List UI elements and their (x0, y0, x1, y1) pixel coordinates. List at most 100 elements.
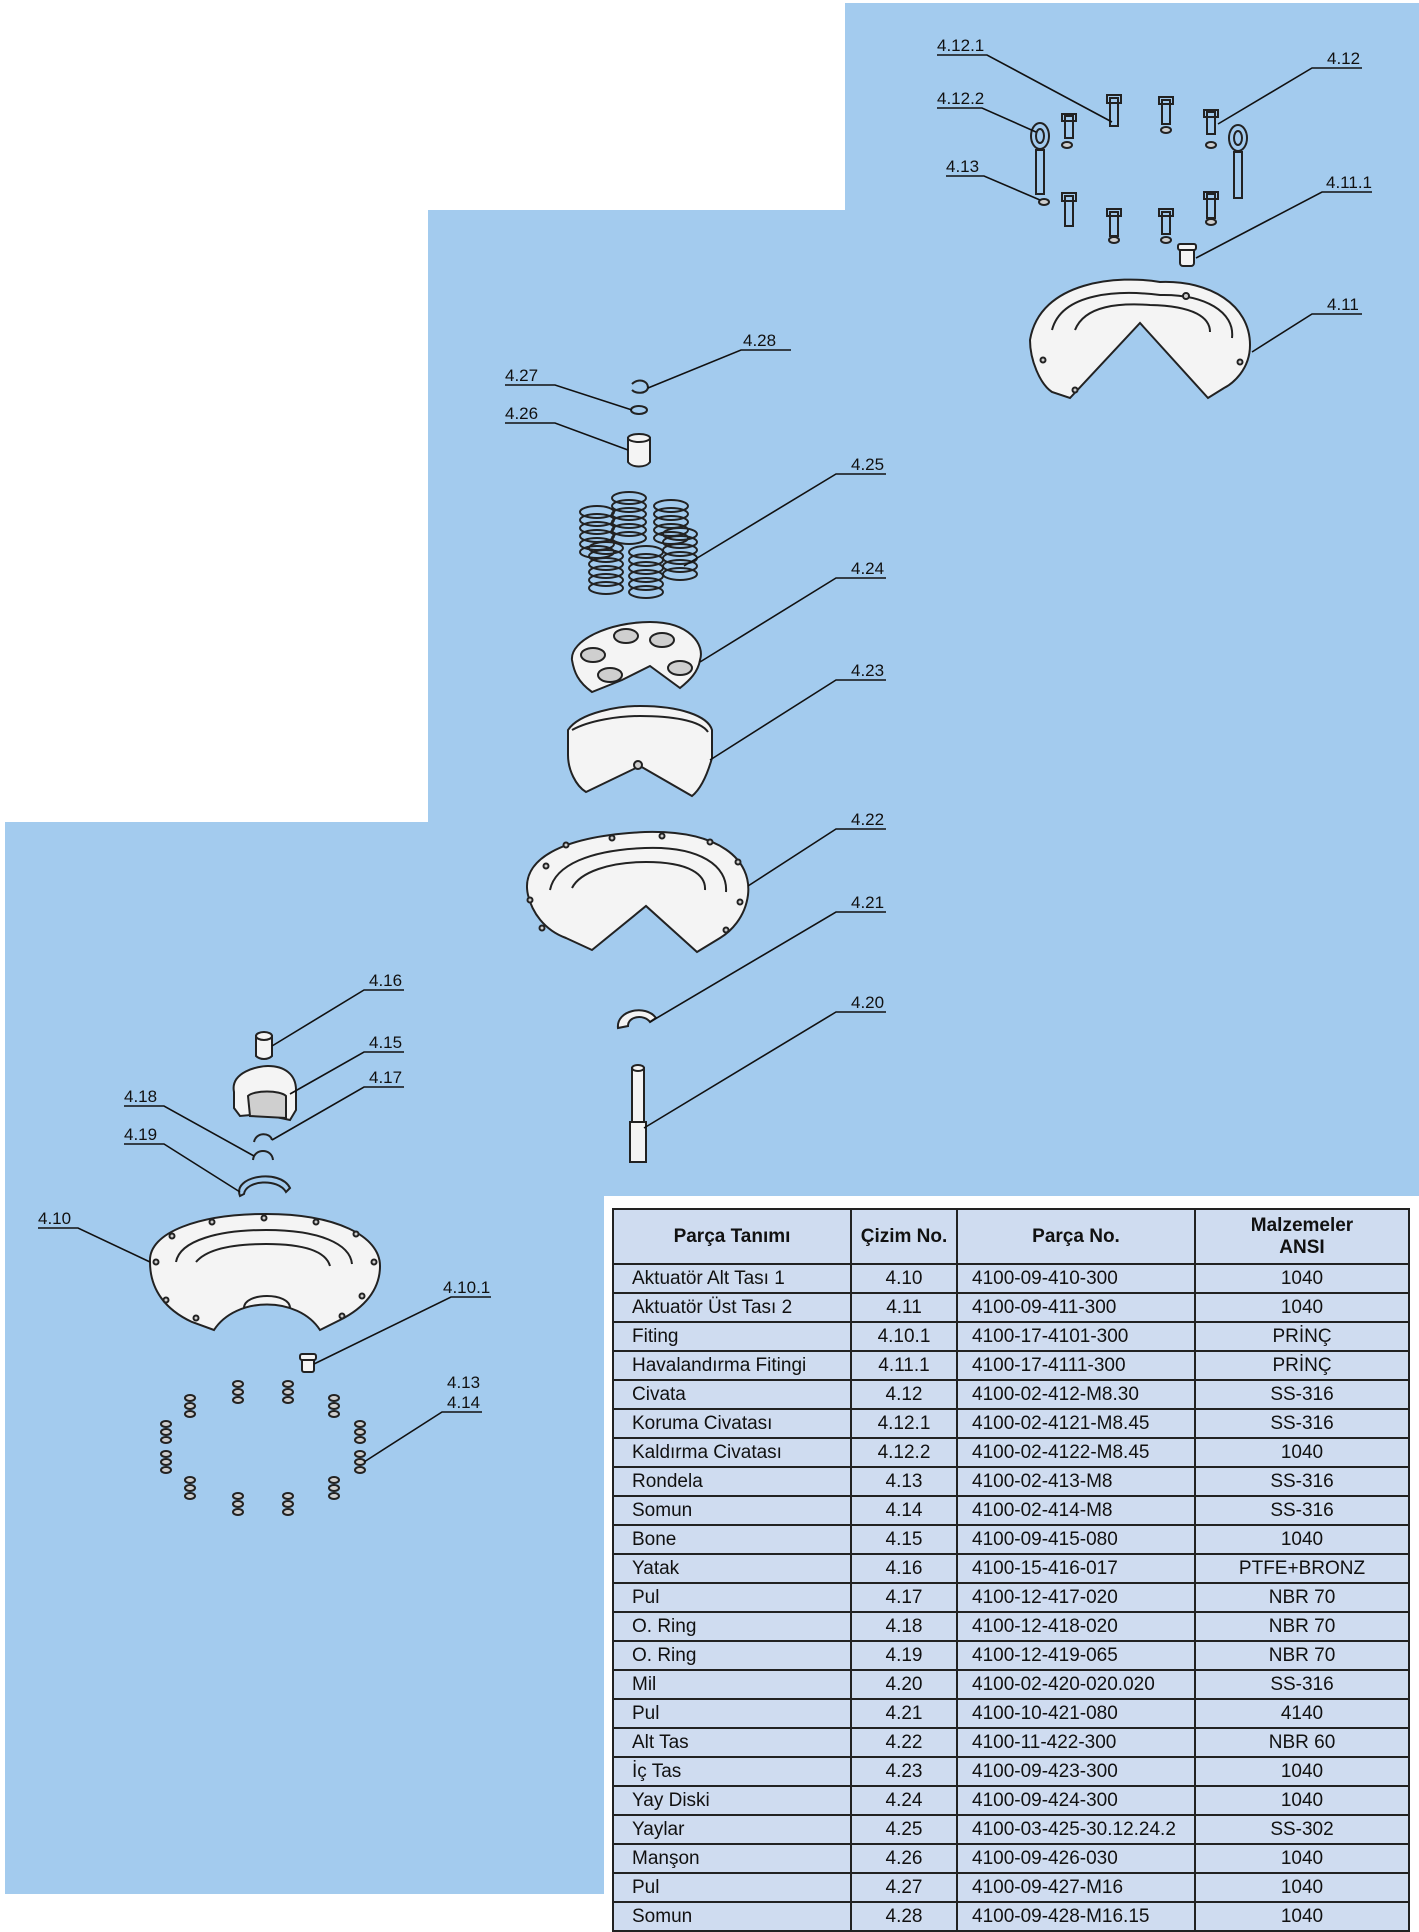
callout-4-28: 4.28 (743, 331, 776, 350)
callout-4-19: 4.19 (124, 1125, 157, 1144)
cell-material: SS-316 (1194, 1669, 1410, 1700)
cell-part-no: 4100-02-413-M8 (956, 1466, 1196, 1497)
cell-material: 1040 (1194, 1263, 1410, 1294)
cell-drawing-no: 4.15 (850, 1524, 958, 1555)
washer-417-diagram (253, 1133, 273, 1143)
cell-part-description: Alt Tas (612, 1727, 852, 1758)
sleeve-426-diagram (627, 433, 651, 468)
cell-material: NBR 70 (1194, 1611, 1410, 1642)
cell-drawing-no: 4.12 (850, 1379, 958, 1410)
cell-material: 1040 (1194, 1901, 1410, 1932)
cell-part-description: Bone (612, 1524, 852, 1555)
callout-4-10: 4.10 (38, 1209, 71, 1228)
cell-part-no: 4100-11-422-300 (956, 1727, 1196, 1758)
cell-material: 1040 (1194, 1292, 1410, 1323)
cell-material: 1040 (1194, 1437, 1410, 1468)
cell-drawing-no: 4.19 (850, 1640, 958, 1671)
callout-4-11: 4.11 (1327, 295, 1359, 314)
callout-4-18: 4.18 (124, 1087, 157, 1106)
inner-cup-423-diagram (567, 704, 713, 798)
cell-part-description: O. Ring (612, 1640, 852, 1671)
cell-part-no: 4100-09-428-M16.15 (956, 1901, 1196, 1932)
cell-drawing-no: 4.28 (850, 1901, 958, 1932)
cell-material: 1040 (1194, 1524, 1410, 1555)
cell-drawing-no: 4.20 (850, 1669, 958, 1700)
cell-drawing-no: 4.11.1 (850, 1350, 958, 1381)
cell-material: 1040 (1194, 1785, 1410, 1816)
cell-material: 1040 (1194, 1843, 1410, 1874)
cell-part-description: Somun (612, 1901, 852, 1932)
callout-4-14: 4.14 (447, 1393, 480, 1412)
cell-drawing-no: 4.10 (850, 1263, 958, 1294)
cell-part-description: Somun (612, 1495, 852, 1526)
leader-lines (38, 54, 1372, 1463)
cell-material: SS-316 (1194, 1495, 1410, 1526)
springs-425-diagram (579, 491, 698, 599)
callout-4-20: 4.20 (851, 993, 884, 1012)
bolt-ring-top (1030, 94, 1248, 267)
cell-part-no: 4100-02-412-M8.30 (956, 1379, 1196, 1410)
col-header-part-no: Parça No. (956, 1208, 1196, 1265)
cell-part-description: O. Ring (612, 1611, 852, 1642)
cell-drawing-no: 4.17 (850, 1582, 958, 1613)
cell-part-no: 4100-03-425-30.12.24.2 (956, 1814, 1196, 1845)
cell-drawing-no: 4.10.1 (850, 1321, 958, 1352)
cell-part-description: Koruma Civatası (612, 1408, 852, 1439)
cell-drawing-no: 4.27 (850, 1872, 958, 1903)
fitting-4101-diagram (299, 1353, 317, 1373)
cell-part-no: 4100-02-414-M8 (956, 1495, 1196, 1526)
callout-4-22: 4.22 (851, 810, 884, 829)
cell-part-no: 4100-09-424-300 (956, 1785, 1196, 1816)
cell-material: NBR 70 (1194, 1582, 1410, 1613)
cell-part-description: Yay Diski (612, 1785, 852, 1816)
oring-418-diagram (252, 1150, 274, 1161)
callout-4-17: 4.17 (369, 1068, 402, 1087)
callout-4-13-top: 4.13 (946, 157, 979, 176)
cell-material: NBR 70 (1194, 1640, 1410, 1671)
col-header-drawing-no: Çizim No. (850, 1208, 958, 1265)
cell-part-no: 4100-17-4111-300 (956, 1350, 1196, 1381)
callout-4-10-1: 4.10.1 (443, 1278, 490, 1297)
cell-material: SS-316 (1194, 1466, 1410, 1497)
cell-drawing-no: 4.12.1 (850, 1408, 958, 1439)
cell-part-description: Kaldırma Civatası (612, 1437, 852, 1468)
cell-drawing-no: 4.25 (850, 1814, 958, 1845)
callout-4-12-1: 4.12.1 (937, 36, 984, 55)
cell-part-no: 4100-02-420-020.020 (956, 1669, 1196, 1700)
cell-part-no: 4100-02-4121-M8.45 (956, 1408, 1196, 1439)
oring-419-diagram (238, 1175, 292, 1198)
cell-material: PTFE+BRONZ (1194, 1553, 1410, 1584)
upper-cover-diagram (1028, 278, 1252, 400)
cell-material: SS-316 (1194, 1408, 1410, 1439)
bonnet-415-diagram (232, 1064, 297, 1122)
callout-4-16: 4.16 (369, 971, 402, 990)
cell-part-description: Mil (612, 1669, 852, 1700)
cell-drawing-no: 4.26 (850, 1843, 958, 1874)
cell-material: NBR 60 (1194, 1727, 1410, 1758)
nut-ring-bottom-diagram (160, 1380, 366, 1516)
cell-material: 1040 (1194, 1756, 1410, 1787)
cell-material: SS-316 (1194, 1379, 1410, 1410)
cell-part-description: Rondela (612, 1466, 852, 1497)
parts-list-table: Parça Tanımı Çizim No. Parça No. Malzeme… (612, 1208, 1410, 1932)
callout-4-12: 4.12 (1327, 49, 1360, 68)
callout-4-11-1: 4.11.1 (1326, 173, 1372, 192)
cell-part-no: 4100-17-4101-300 (956, 1321, 1196, 1352)
cell-part-description: Aktuatör Üst Tası 2 (612, 1292, 852, 1323)
